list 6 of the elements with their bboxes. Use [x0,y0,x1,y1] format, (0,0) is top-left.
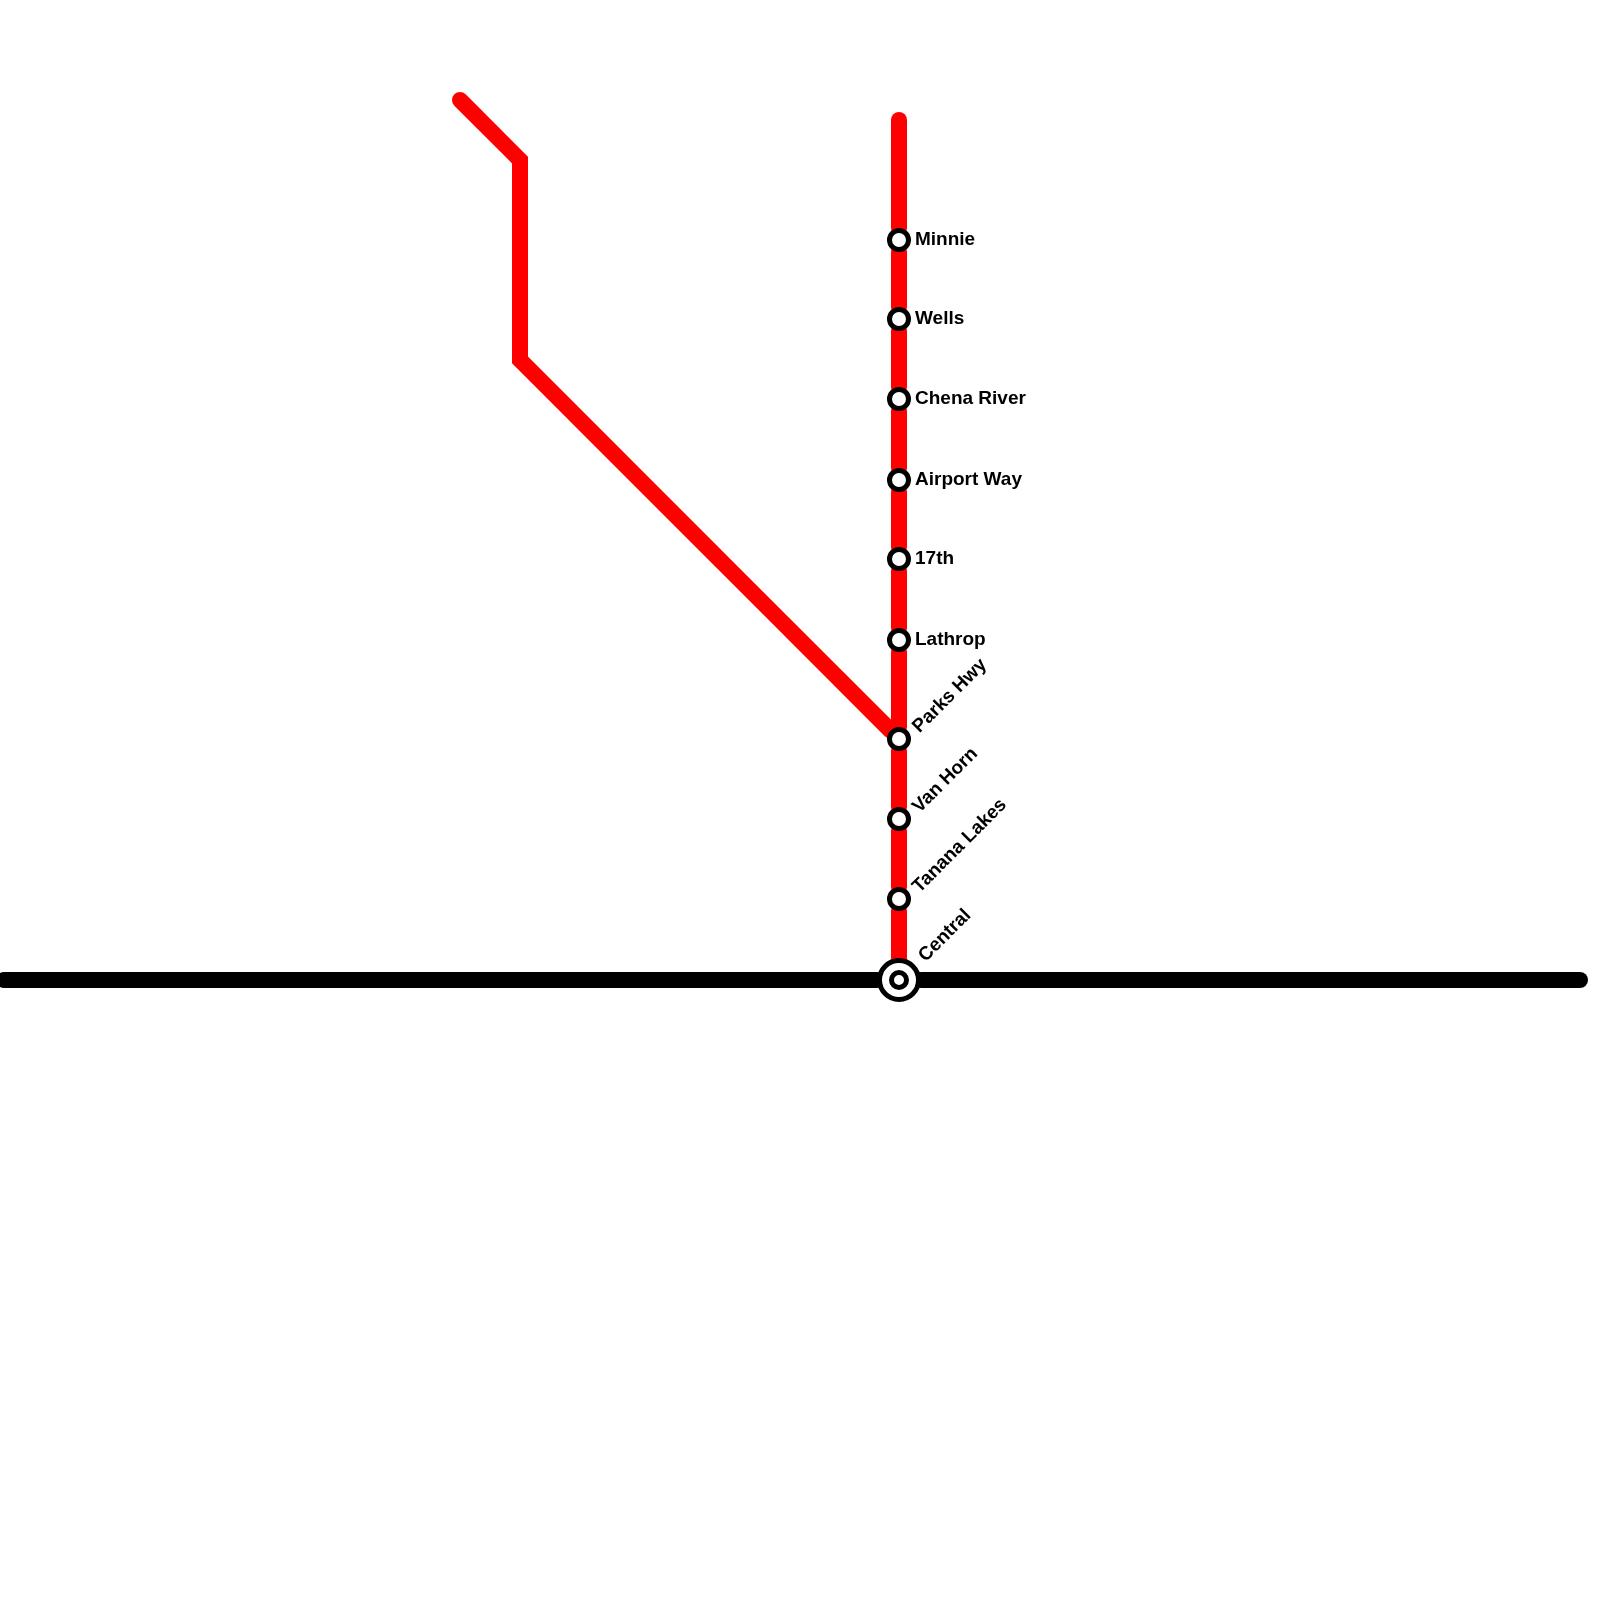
station-label: Wells [915,307,965,329]
station-label: Minnie [915,228,976,250]
station-label: 17th [915,547,955,569]
station-label: Airport Way [915,468,1022,490]
station-label: Lathrop [915,628,986,650]
station-label: Chena River [915,387,1026,409]
